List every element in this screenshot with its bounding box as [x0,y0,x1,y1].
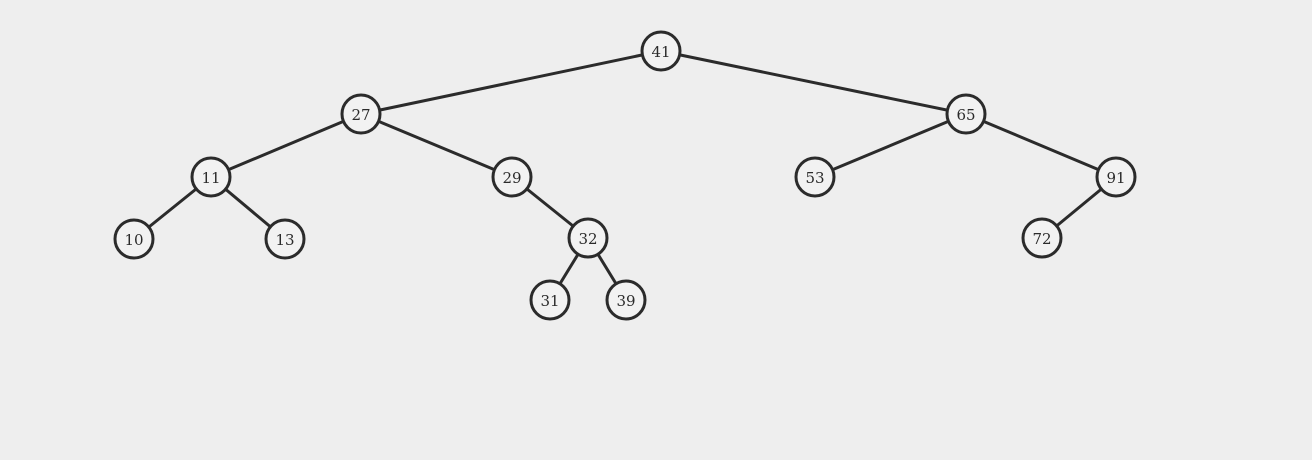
tree-node[interactable]: 72 [1021,217,1063,259]
tree-node-circle[interactable] [340,93,382,135]
tree-node[interactable]: 31 [529,279,571,321]
tree-node-circle[interactable] [1095,156,1137,198]
tree-edge [359,112,514,179]
tree-edge [813,112,968,179]
tree-node-circle[interactable] [529,279,571,321]
tree-node-circle[interactable] [264,218,306,260]
tree-node-label: 29 [502,169,521,187]
tree-node[interactable]: 39 [605,279,647,321]
tree-node-circle[interactable] [794,156,836,198]
tree-node-label: 13 [275,231,294,249]
nodes-layer: 41 27 65 11 29 53 91 10 13 32 72 31 39 [113,30,1137,321]
tree-node[interactable]: 29 [491,156,533,198]
tree-node[interactable]: 65 [945,93,987,135]
tree-node[interactable]: 91 [1095,156,1137,198]
tree-node-circle[interactable] [491,156,533,198]
tree-node[interactable]: 41 [640,30,682,72]
tree-node-circle[interactable] [113,218,155,260]
tree-node-circle[interactable] [190,156,232,198]
tree-node-label: 10 [124,231,143,249]
tree-node-circle[interactable] [945,93,987,135]
tree-node[interactable]: 11 [190,156,232,198]
tree-node[interactable]: 27 [340,93,382,135]
tree-node-label: 41 [651,43,670,61]
tree-node-label: 31 [540,292,559,310]
tree-node[interactable]: 32 [567,217,609,259]
tree-edge [964,112,1118,179]
tree-node-circle[interactable] [567,217,609,259]
tree-node-label: 53 [805,169,824,187]
tree-node-label: 27 [351,106,370,124]
tree-edge [659,49,968,116]
tree-edge [209,112,363,179]
tree-node-label: 39 [616,292,635,310]
tree-node-label: 11 [201,169,220,187]
tree-node[interactable]: 10 [113,218,155,260]
tree-node-circle[interactable] [640,30,682,72]
tree-node-circle[interactable] [1021,217,1063,259]
tree-edge [359,49,663,116]
tree-node[interactable]: 13 [264,218,306,260]
tree-node-label: 32 [578,230,597,248]
tree-node-circle[interactable] [605,279,647,321]
tree-node-label: 72 [1032,230,1051,248]
tree-node-label: 65 [956,106,975,124]
tree-node-label: 91 [1106,169,1125,187]
tree-node[interactable]: 53 [794,156,836,198]
